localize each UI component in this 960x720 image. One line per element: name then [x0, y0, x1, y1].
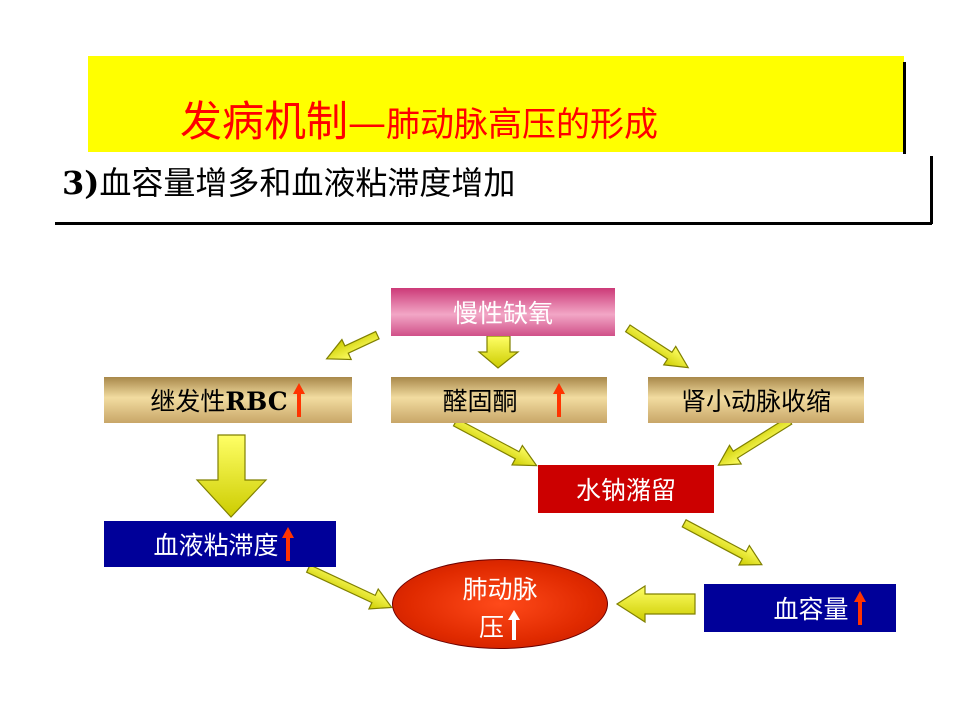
block-arrow-icon — [452, 418, 538, 467]
up-arrow-icon — [552, 383, 565, 417]
block-arrow-icon — [325, 330, 380, 361]
title-bar-edge — [903, 62, 906, 154]
title-bar — [88, 56, 904, 152]
block-arrow-icon — [681, 519, 763, 566]
node-blood-volume: 血容量 — [704, 584, 896, 632]
node-renal-arteriole-constriction: 肾小动脉收缩 — [648, 377, 864, 423]
node-blood-volume-label: 血容量 — [773, 595, 849, 624]
subtitle-frame-bottom — [55, 222, 932, 225]
node-chronic-hypoxia-label: 慢性缺氧 — [452, 299, 553, 328]
title-dash: — — [348, 101, 387, 145]
subtitle-frame-right — [930, 156, 933, 224]
block-arrow-icon — [717, 416, 793, 466]
up-arrow-icon — [853, 591, 866, 625]
subtitle: 3)血容量增多和血液粘滞度增加 — [62, 158, 515, 204]
block-arrow-icon — [305, 564, 393, 610]
node-renal-arteriole-constriction-label: 肾小动脉收缩 — [680, 387, 831, 416]
title-main: 发病机制 — [180, 97, 349, 146]
up-arrow-icon — [292, 383, 305, 417]
node-secondary-rbc-label: 继发性RBC — [150, 387, 288, 416]
block-arrow-icon — [615, 584, 696, 624]
subtitle-text: 血容量增多和血液粘滞度增加 — [99, 164, 516, 202]
node-chronic-hypoxia: 慢性缺氧 — [391, 288, 615, 336]
node-secondary-rbc: 继发性RBC — [104, 377, 352, 423]
node-pa-pressure-line1: 肺动脉 — [462, 575, 538, 604]
slide-title: 发病机制—肺动脉高压的形成 — [180, 88, 658, 149]
title-sub: 肺动脉高压的形成 — [386, 105, 659, 145]
up-arrow-icon — [281, 527, 294, 561]
up-arrow-icon — [508, 610, 520, 640]
subtitle-number: 3) — [62, 164, 100, 202]
block-arrow-icon — [477, 335, 520, 369]
node-sodium-water-retention: 水钠潴留 — [538, 465, 714, 513]
node-sodium-water-retention-label: 水钠潴留 — [575, 476, 676, 505]
node-pa-pressure-line2: 压 — [393, 608, 607, 644]
node-blood-viscosity-label: 血液粘滞度 — [153, 531, 279, 560]
node-aldosterone: 醛固酮 — [391, 377, 607, 423]
node-pulmonary-artery-pressure: 肺动脉 压 — [392, 559, 608, 649]
node-blood-viscosity: 血液粘滞度 — [104, 521, 336, 567]
block-arrow-icon — [195, 434, 268, 518]
node-aldosterone-label: 醛固酮 — [442, 387, 518, 416]
block-arrow-icon — [624, 324, 690, 369]
